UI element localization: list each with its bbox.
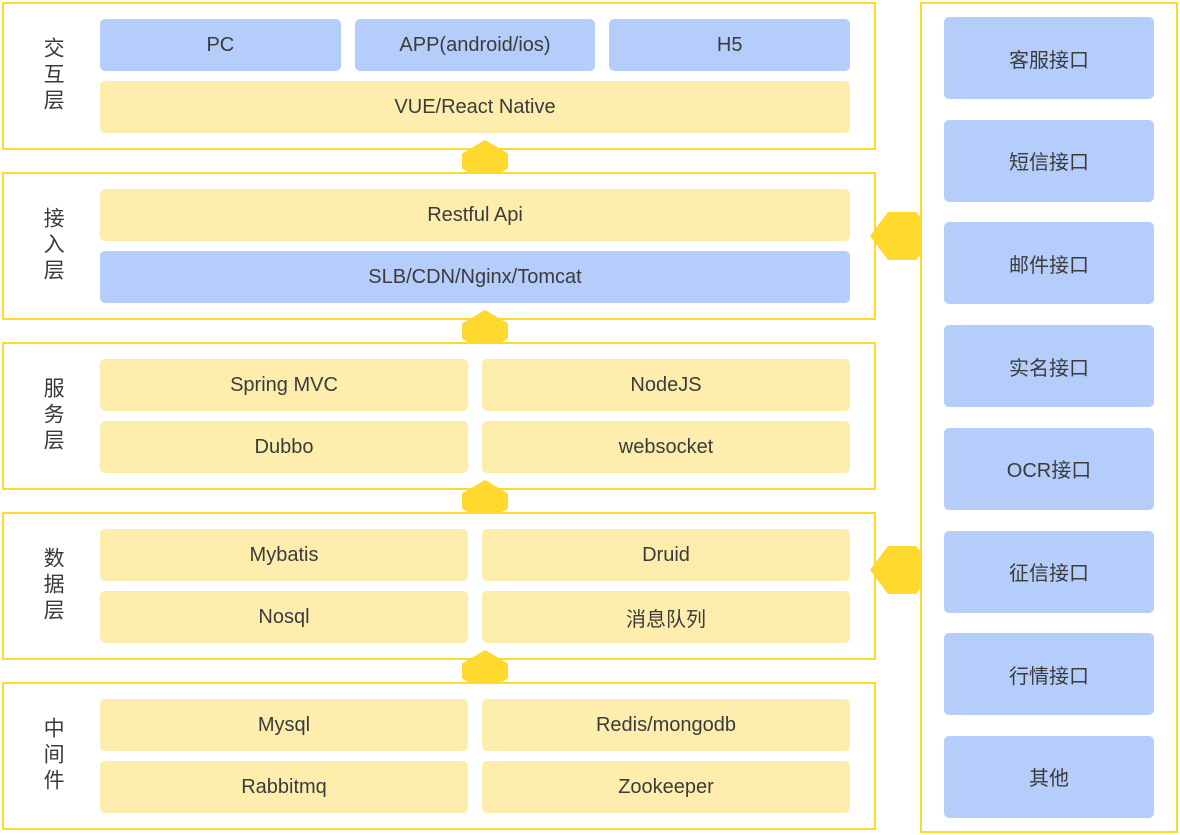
layer-label-text: 交互层	[41, 37, 65, 115]
layer-row: Dubbo websocket	[100, 421, 850, 473]
layer-row: SLB/CDN/Nginx/Tomcat	[100, 251, 850, 303]
node-dubbo[interactable]: Dubbo	[100, 421, 468, 473]
interface-item-email[interactable]: 邮件接口	[944, 222, 1154, 305]
layer-row: VUE/React Native	[100, 81, 850, 133]
node-h5[interactable]: H5	[609, 19, 851, 71]
layer-panel-data: 数据层 Mybatis Druid Nosql 消息队列	[2, 512, 876, 660]
layer-panel-interaction: 交互层 PC APP(android/ios) H5 VUE/React Nat…	[2, 2, 876, 150]
layer-label-text: 服务层	[41, 377, 65, 455]
layer-row: Rabbitmq Zookeeper	[100, 761, 850, 813]
layer-label-service: 服务层	[4, 344, 100, 488]
layer-label-access: 接入层	[4, 174, 100, 318]
interface-item-customer-service[interactable]: 客服接口	[944, 17, 1154, 99]
node-app[interactable]: APP(android/ios)	[354, 19, 596, 71]
node-nosql[interactable]: Nosql	[100, 591, 468, 643]
layer-label-data: 数据层	[4, 514, 100, 658]
layer-body-access: Restful Api SLB/CDN/Nginx/Tomcat	[100, 174, 874, 318]
layer-panel-service: 服务层 Spring MVC NodeJS Dubbo websocket	[2, 342, 876, 490]
layer-row: Nosql 消息队列	[100, 591, 850, 643]
node-slb-cdn-nginx-tomcat[interactable]: SLB/CDN/Nginx/Tomcat	[100, 251, 850, 303]
layer-row: Mybatis Druid	[100, 529, 850, 581]
node-message-queue[interactable]: 消息队列	[482, 591, 850, 643]
node-vue-react-native[interactable]: VUE/React Native	[100, 81, 850, 133]
layer-label-text: 中间件	[41, 717, 65, 795]
interface-item-ocr[interactable]: OCR接口	[944, 427, 1154, 510]
interfaces-panel: 客服接口 短信接口 邮件接口 实名接口 OCR接口 征信接口 行情接口 其他	[920, 2, 1178, 833]
interface-item-credit[interactable]: 征信接口	[944, 530, 1154, 613]
layer-row: Mysql Redis/mongodb	[100, 699, 850, 751]
interface-item-real-name[interactable]: 实名接口	[944, 325, 1154, 408]
layer-label-text: 数据层	[41, 547, 65, 625]
node-druid[interactable]: Druid	[482, 529, 850, 581]
node-nodejs[interactable]: NodeJS	[482, 359, 850, 411]
node-mybatis[interactable]: Mybatis	[100, 529, 468, 581]
layer-panel-access: 接入层 Restful Api SLB/CDN/Nginx/Tomcat	[2, 172, 876, 320]
layer-body-data: Mybatis Druid Nosql 消息队列	[100, 514, 874, 658]
layer-row: PC APP(android/ios) H5	[100, 19, 851, 71]
node-redis-mongodb[interactable]: Redis/mongodb	[482, 699, 850, 751]
layer-panel-middleware: 中间件 Mysql Redis/mongodb Rabbitmq Zookeep…	[2, 682, 876, 830]
layer-body-middleware: Mysql Redis/mongodb Rabbitmq Zookeeper	[100, 684, 874, 828]
node-restful-api[interactable]: Restful Api	[100, 189, 850, 241]
layer-label-middleware: 中间件	[4, 684, 100, 828]
layer-label-interaction: 交互层	[4, 4, 100, 148]
interface-item-other[interactable]: 其他	[944, 735, 1154, 818]
node-spring-mvc[interactable]: Spring MVC	[100, 359, 468, 411]
layer-body-service: Spring MVC NodeJS Dubbo websocket	[100, 344, 874, 488]
layer-body-interaction: PC APP(android/ios) H5 VUE/React Native	[100, 4, 874, 148]
node-pc[interactable]: PC	[100, 19, 341, 71]
interface-item-market-quote[interactable]: 行情接口	[944, 633, 1154, 716]
node-rabbitmq[interactable]: Rabbitmq	[100, 761, 468, 813]
node-websocket[interactable]: websocket	[482, 421, 850, 473]
layer-label-text: 接入层	[41, 207, 65, 285]
layer-row: Spring MVC NodeJS	[100, 359, 850, 411]
node-mysql[interactable]: Mysql	[100, 699, 468, 751]
interface-item-sms[interactable]: 短信接口	[944, 119, 1154, 202]
node-zookeeper[interactable]: Zookeeper	[482, 761, 850, 813]
layer-row: Restful Api	[100, 189, 850, 241]
